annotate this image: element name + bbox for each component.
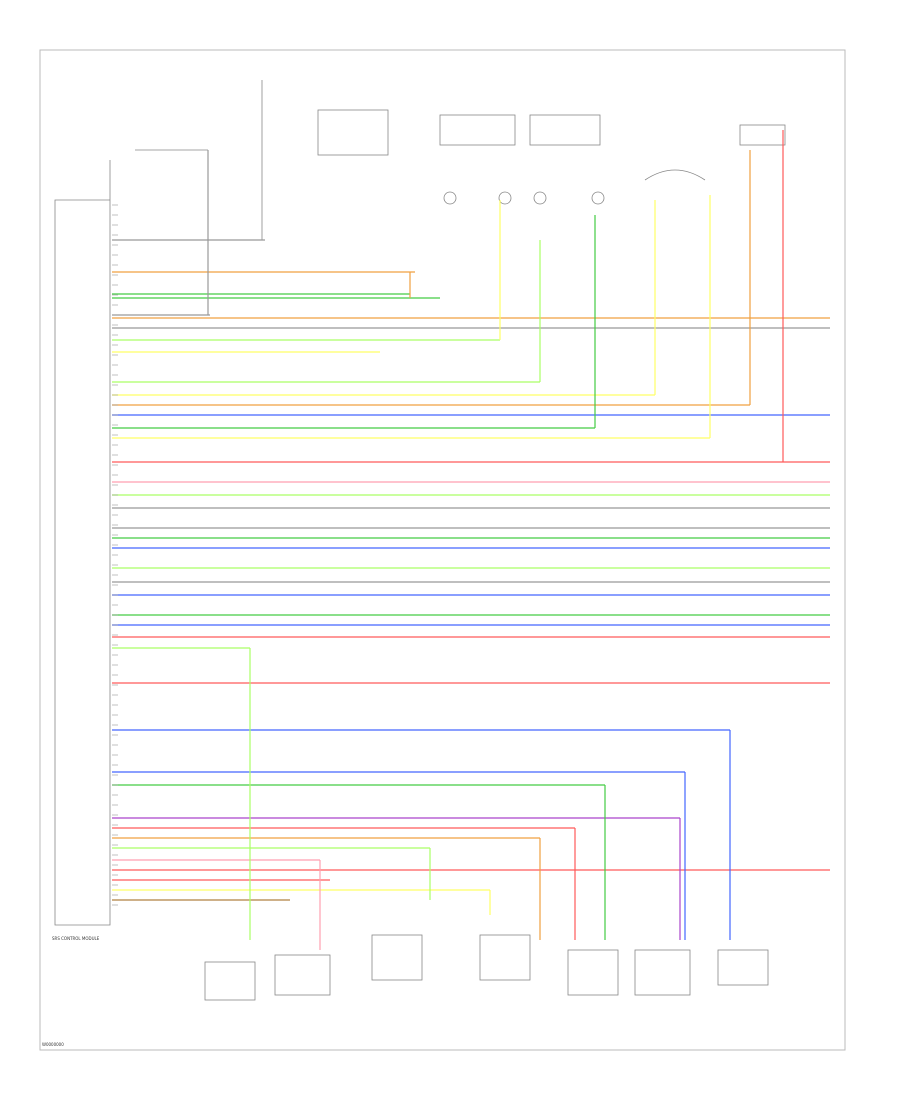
component-occupant-sensor: [739, 124, 786, 146]
component-driver-airbag: [644, 169, 706, 181]
component-right-side-sensor: [479, 934, 531, 981]
component-driver-seatbelt: [717, 949, 769, 986]
component-front-impact-sensor: [274, 954, 331, 996]
component-passenger-seatbelt: [634, 949, 691, 996]
component-occupant-detection: [204, 961, 256, 1001]
connector-1: [443, 191, 457, 205]
vertical-wires: [207, 130, 784, 950]
component-passenger-airbag: [317, 109, 389, 156]
diagram-border: [39, 49, 846, 1051]
connector-3: [533, 191, 547, 205]
component-seat-track-sensor: [567, 949, 619, 996]
bottom-components: [204, 934, 769, 1001]
connector-4: [591, 191, 605, 205]
footer-code: W0000000: [42, 1042, 64, 1047]
control-module-label: SRS CONTROL MODULE: [52, 936, 100, 941]
component-left-side-sensor: [371, 934, 423, 981]
top-components: [135, 80, 786, 240]
component-left-curtain: [439, 114, 516, 146]
wire-harness: [112, 204, 830, 906]
component-right-curtain: [529, 114, 601, 146]
control-module-outline: [54, 160, 111, 926]
connector-2: [498, 191, 512, 205]
